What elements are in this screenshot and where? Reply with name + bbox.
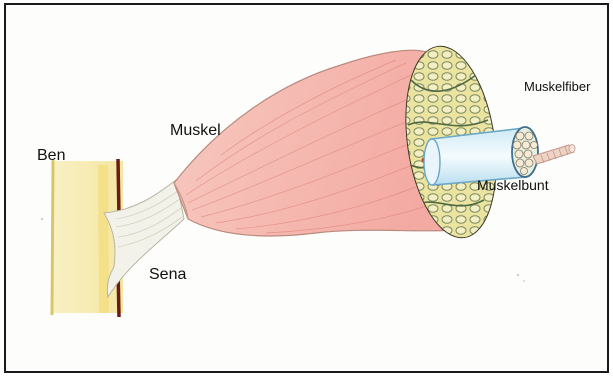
label-muscle-bundle: Muskelbunt [477, 178, 549, 192]
fiber-tip [569, 145, 575, 153]
bone [52, 159, 123, 317]
muscle-fiber [533, 145, 575, 165]
label-muscle-fiber: Muskelfiber [524, 80, 590, 93]
label-tendon: Sena [149, 267, 186, 283]
label-bone: Ben [37, 148, 65, 164]
label-muscle: Muskel [170, 123, 221, 139]
diagram-frame: Ben Muskel Sena Muskelbunt Muskelfiber [4, 3, 609, 373]
bone-left-edge [52, 160, 53, 315]
bone-cortex-shade [103, 165, 104, 313]
bundle-near-end [424, 139, 440, 185]
